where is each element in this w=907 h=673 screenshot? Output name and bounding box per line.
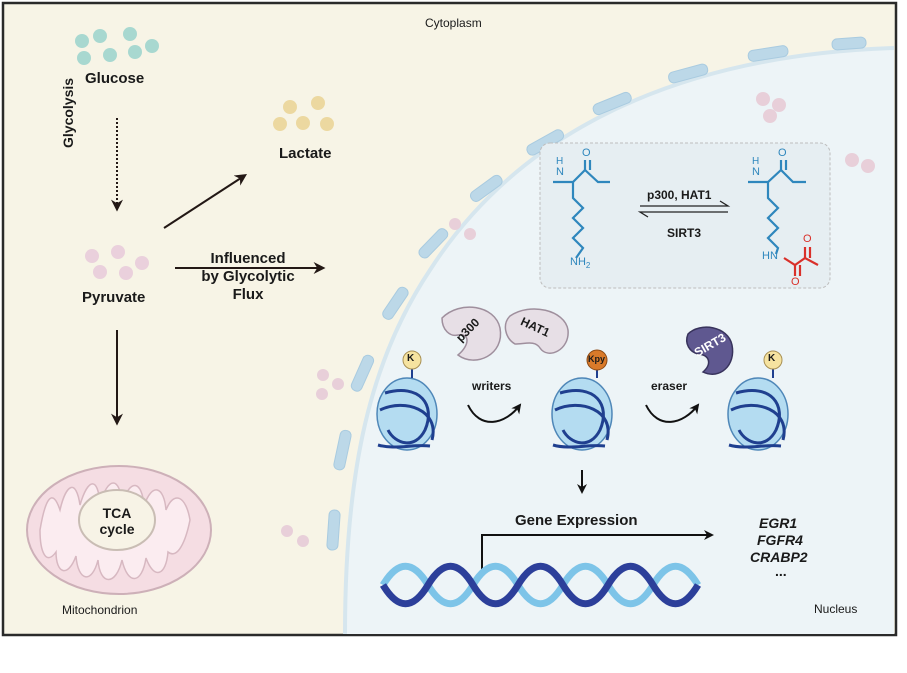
- p300-enzyme: [441, 306, 502, 361]
- right-amine-n: N: [752, 166, 760, 178]
- kpy-label: Kpy: [588, 354, 606, 364]
- tca-cycle-core: [78, 489, 156, 551]
- influence-line1: Influenced: [210, 250, 286, 267]
- gene-expression-label: Gene Expression: [515, 512, 638, 529]
- pyruvate-molecules: [85, 245, 149, 280]
- equilibrium-arrows: [637, 200, 731, 218]
- right-o-upper: O: [803, 233, 812, 245]
- sirt3-enzyme: [686, 326, 734, 375]
- right-o-lower: O: [791, 276, 800, 288]
- nucleosome-left: [376, 350, 438, 451]
- glucose-label: Glucose: [85, 70, 145, 87]
- mitochondrion: [26, 465, 212, 595]
- reaction-reverse-label: SIRT3: [667, 226, 702, 240]
- left-nh2: NH2: [570, 256, 591, 271]
- pyruvate-label: Pyruvate: [82, 289, 146, 306]
- gene-fgfr4: FGFR4: [757, 532, 803, 548]
- left-oxygen: O: [582, 147, 591, 159]
- to-lactate-arrow: [163, 174, 248, 229]
- mitochondrion-label: Mitochondrion: [62, 603, 138, 617]
- k-label-left: K: [407, 353, 415, 364]
- nuclear-pores: [326, 36, 867, 551]
- influence-line2: by Glycolytic: [201, 268, 295, 285]
- glycolysis-label: Glycolysis: [60, 77, 76, 148]
- writers-label: writers: [472, 379, 512, 393]
- right-oxygen: O: [778, 147, 787, 159]
- writers-arrow: [467, 403, 522, 423]
- left-amine-h: H: [556, 156, 564, 167]
- influence-line3: Flux: [232, 286, 264, 303]
- nucleosome-middle: [551, 349, 613, 451]
- reaction-box: [539, 142, 831, 289]
- reaction-forward-label: p300, HAT1: [647, 188, 712, 202]
- glucose-molecules: [75, 27, 159, 65]
- transcription-arrow: [481, 530, 714, 570]
- tca-label-line1: TCA: [102, 505, 132, 521]
- tca-label-line2: cycle: [99, 521, 135, 537]
- eraser-arrow: [645, 403, 700, 423]
- right-hn: HN: [762, 250, 778, 262]
- gene-egr1: EGR1: [759, 515, 798, 531]
- lysine-structure: [553, 160, 610, 259]
- pyruvate-molecules-scattered: [281, 92, 875, 547]
- nucleosome-right: [727, 350, 789, 451]
- eraser-label: eraser: [651, 379, 688, 393]
- k-label-right: K: [768, 353, 776, 364]
- nuclear-envelope: [343, 46, 895, 635]
- pyruvyl-lysine-structure: [748, 160, 819, 276]
- hat1-enzyme: [504, 308, 569, 354]
- cytoplasm-label: Cytoplasm: [425, 16, 482, 30]
- left-amine-n: N: [556, 166, 564, 178]
- k-mark-right: [763, 350, 783, 370]
- right-amine-h: H: [752, 156, 760, 167]
- lactate-label: Lactate: [279, 145, 332, 162]
- gene-ellipsis: ...: [775, 563, 787, 579]
- gene-crabp2: CRABP2: [750, 549, 808, 565]
- lactate-molecules: [273, 96, 334, 131]
- k-mark-left: [402, 350, 422, 370]
- dna-helix: [379, 562, 702, 608]
- nucleus-label: Nucleus: [814, 602, 858, 616]
- kpy-mark: [586, 349, 608, 371]
